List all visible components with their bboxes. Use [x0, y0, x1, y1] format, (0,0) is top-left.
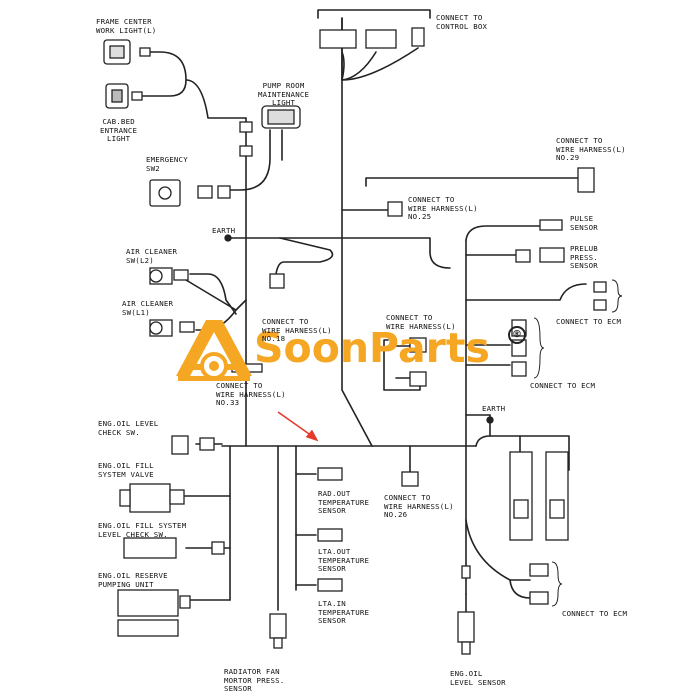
- label-connect-ecm-1: CONNECT TO ECM: [556, 317, 622, 326]
- registered-mark: ®: [508, 326, 526, 344]
- soonparts-logo-icon: [176, 320, 252, 381]
- soonparts-brand-text: SoonParts: [254, 324, 490, 372]
- lta-in-sensor-icon: [317, 578, 343, 592]
- label-rad-out-sensor: RAD.OUT TEMPERATURE SENSOR: [318, 489, 370, 516]
- label-air-cleaner-l1: AIR CLEANER SW(L1): [122, 299, 174, 317]
- label-pulse-sensor: PULSE SENSOR: [570, 214, 598, 232]
- label-connect-ecm-2: CONNECT TO ECM: [530, 381, 596, 390]
- radiator-fan-sensor-icon: [269, 613, 287, 639]
- label-eng-oil-level-check: ENG.OIL LEVEL CHECK SW.: [98, 419, 159, 437]
- label-connect-harness-25: CONNECT TO WIRE HARNESS(L) NO.25: [408, 195, 478, 222]
- eng-oil-fill-level-switch: [123, 537, 177, 559]
- earth-top-point: [224, 234, 232, 242]
- lta-out-sensor-icon: [317, 528, 343, 542]
- label-earth-right: EARTH: [482, 404, 506, 413]
- rad-out-sensor-icon: [317, 467, 343, 481]
- harness-18-connector: [269, 273, 285, 289]
- label-air-cleaner-l2: AIR CLEANER SW(L2): [126, 247, 178, 265]
- label-eng-oil-level-sensor: ENG.OIL LEVEL SENSOR: [450, 669, 506, 687]
- harness-26-connector: [401, 471, 419, 487]
- label-connect-control-box: CONNECT TO CONTROL BOX: [436, 13, 488, 31]
- label-connect-harness-33: CONNECT TO WIRE HARNESS(L) NO.33: [216, 381, 286, 408]
- label-pump-room-light: PUMP ROOM MAINTENANCE LIGHT: [258, 81, 310, 108]
- harness-25-connector: [387, 201, 403, 217]
- ecm-connector-left: [509, 451, 533, 541]
- label-eng-oil-fill-level: ENG.OIL FILL SYSTEM LEVEL CHECK SW.: [98, 521, 187, 539]
- label-eng-oil-fill-valve: ENG.OIL FILL SYSTEM VALVE: [98, 461, 154, 479]
- label-connect-harness-18: CONNECT TO WIRE HARNESS(L) NO.18: [262, 317, 332, 344]
- label-connect-harness-26: CONNECT TO WIRE HARNESS(L) NO.26: [384, 493, 454, 520]
- harness-29-connector: [577, 167, 595, 193]
- control-box-connector-1: [319, 29, 357, 49]
- eng-oil-reserve-pump: [117, 589, 179, 617]
- label-cab-bed-entrance-light: CAB.BED ENTRANCE LIGHT: [100, 117, 138, 144]
- soonparts-watermark: SoonParts ®: [176, 318, 528, 384]
- label-connect-ecm-3: CONNECT TO ECM: [562, 609, 628, 618]
- label-connect-harness-29: CONNECT TO WIRE HARNESS(L) NO.29: [556, 136, 626, 163]
- label-earth-top: EARTH: [212, 226, 236, 235]
- label-radiator-fan-sensor: RADIATOR FAN MORTOR PRESS. SENSOR: [224, 667, 285, 694]
- label-eng-oil-reserve: ENG.OIL RESERVE PUMPING UNIT: [98, 571, 168, 589]
- ecm-connector-right: [545, 451, 569, 541]
- control-box-connector-3: [411, 27, 425, 47]
- label-lta-in-sensor: LTA.IN TEMPERATURE SENSOR: [318, 599, 370, 626]
- prelub-sensor-icon: [515, 249, 531, 263]
- control-box-connector-2: [365, 29, 397, 49]
- label-prelub-sensor: PRELUB PRESS. SENSOR: [570, 244, 598, 271]
- pulse-sensor-icon: [539, 219, 563, 231]
- highlight-arrow: [277, 411, 319, 442]
- earth-right-point: [486, 416, 494, 424]
- eng-oil-level-sensor-icon: [457, 611, 475, 643]
- label-frame-center-work-light: FRAME CENTER WORK LIGHT(L): [96, 17, 157, 35]
- label-connect-harness-mid: CONNECT TO WIRE HARNESS(L): [386, 313, 456, 331]
- eng-oil-fill-valve: [129, 483, 171, 513]
- label-emergency-sw: EMERGENCY SW2: [146, 155, 188, 173]
- label-lta-out-sensor: LTA.OUT TEMPERATURE SENSOR: [318, 547, 370, 574]
- eng-oil-level-check-switch: [171, 435, 189, 455]
